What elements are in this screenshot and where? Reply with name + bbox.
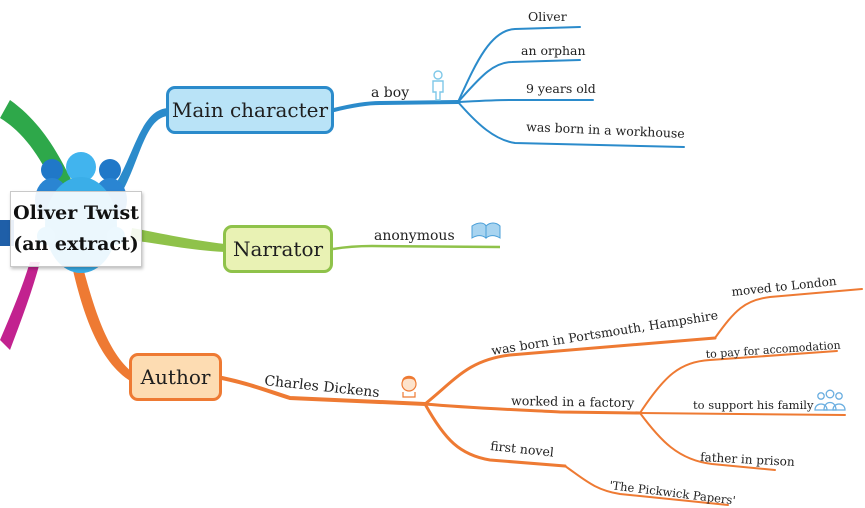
- open-book-icon: [471, 222, 501, 239]
- central-title-line2: (an extract): [13, 233, 139, 255]
- label-prison: father in prison: [700, 450, 795, 469]
- branch-pickwick: [564, 465, 729, 506]
- label-pay: to pay for accomodation: [705, 339, 841, 361]
- label-worked: worked in a factory: [511, 393, 635, 410]
- label-an-orphan: an orphan: [521, 43, 586, 58]
- family-group-icon: [814, 389, 846, 411]
- topic-main-character[interactable]: Main character: [166, 86, 334, 134]
- branch-author: [72, 264, 132, 382]
- topic-main-character-label: Main character: [171, 98, 329, 122]
- branch-workhouse: [457, 101, 685, 148]
- label-oliver: Oliver: [528, 9, 567, 24]
- person-icon: [432, 70, 444, 101]
- label-pickwick: 'The Pickwick Papers': [609, 478, 737, 507]
- topic-author[interactable]: Author: [129, 353, 222, 401]
- left-branch-magenta: [0, 262, 40, 350]
- label-anonymous: anonymous: [374, 228, 455, 244]
- branch-first-novel: [423, 402, 567, 468]
- label-a-boy: a boy: [371, 85, 409, 101]
- topic-author-label: Author: [140, 365, 211, 389]
- branch-narrator: [130, 228, 225, 252]
- label-workhouse: was born in a workhouse: [526, 119, 685, 141]
- branch-moved: [714, 288, 863, 339]
- branch-oliver: [457, 26, 581, 103]
- central-topic[interactable]: Oliver Twist (an extract): [10, 191, 142, 267]
- branch-a-boy: [332, 100, 460, 112]
- branch-9-years-old: [457, 99, 594, 103]
- label-support: to support his family: [693, 398, 814, 412]
- topic-narrator[interactable]: Narrator: [223, 225, 333, 273]
- branch-pay: [639, 350, 838, 414]
- label-9-years-old: 9 years old: [526, 81, 596, 96]
- label-first-novel: first novel: [490, 438, 555, 460]
- branch-anonymous: [332, 244, 501, 251]
- topic-narrator-label: Narrator: [232, 237, 324, 261]
- label-born: was born in Portsmouth, Hampshire: [490, 307, 719, 358]
- branch-prison: [639, 412, 776, 471]
- branch-born: [423, 336, 717, 406]
- branch-support: [639, 412, 846, 416]
- branch-worked: [423, 402, 642, 415]
- central-title-line1: Oliver Twist: [13, 202, 139, 224]
- branch-main-character: [112, 108, 168, 192]
- branch-charles-dickens: [220, 376, 427, 406]
- man-face-icon: [401, 375, 417, 398]
- branch-an-orphan: [457, 59, 581, 103]
